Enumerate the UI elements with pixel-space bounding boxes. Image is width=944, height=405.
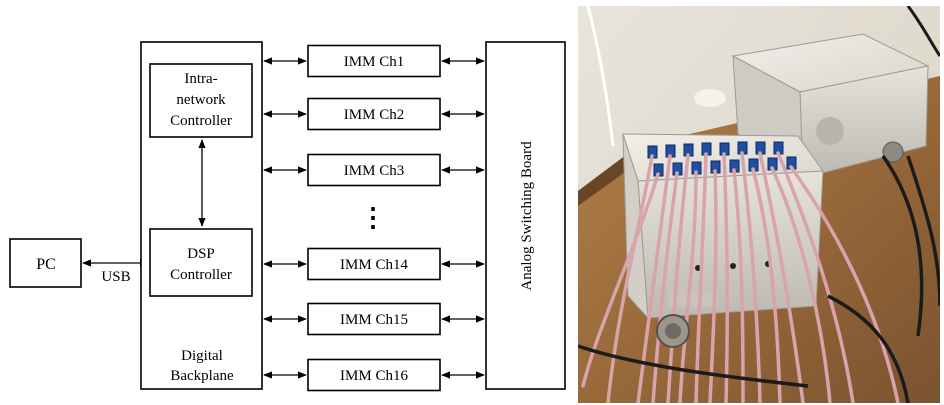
imm-channel-top-2-label: IMM Ch3 — [344, 163, 404, 179]
imm-channel-top-2-box — [307, 153, 441, 187]
hardware-photo — [578, 6, 940, 403]
imm-channel-top-1-box — [307, 97, 441, 131]
imm-channel-bottom-2-label: IMM Ch16 — [340, 368, 408, 384]
imm-channel-top-1-label: IMM Ch2 — [344, 107, 404, 123]
intranetwork-label-line3: Controller — [170, 113, 232, 129]
dsp-label-line2: Controller — [170, 267, 232, 283]
pc-label: PC — [36, 256, 56, 273]
front-box-vent — [668, 291, 718, 307]
backplane-label-line1: Digital — [181, 348, 223, 364]
block-diagram: PC USB Digital Backplane Intra- network … — [9, 41, 566, 392]
pink-cable-bundle — [581, 151, 900, 403]
circular-connector-core — [665, 323, 681, 339]
pc-box — [9, 238, 82, 288]
imm-channel-top-0-box — [307, 44, 441, 78]
analog-switching-board-label: Analog Switching Board — [519, 141, 535, 291]
box-hole — [695, 265, 701, 271]
backplane-label-line2: Backplane — [170, 368, 234, 384]
back-box-vent — [816, 117, 844, 145]
back-box-connector — [882, 141, 904, 163]
wall-cable — [586, 6, 615, 147]
imm-channel-top-0-label: IMM Ch1 — [344, 54, 404, 70]
imm-channel-bottom-2-box — [307, 358, 441, 392]
black-cable-bundle — [578, 154, 940, 403]
usb-label: USB — [101, 269, 130, 285]
dsp-label-line1: DSP — [187, 246, 215, 262]
intranetwork-label-line2: network — [176, 92, 226, 108]
paper-scrap — [694, 89, 726, 107]
imm-channel-bottom-0-label: IMM Ch14 — [340, 257, 408, 273]
box-hole — [730, 263, 736, 269]
intranetwork-controller-box — [149, 63, 253, 138]
intranetwork-label-line1: Intra- — [184, 71, 217, 87]
imm-channel-bottom-1-label: IMM Ch15 — [340, 312, 408, 328]
analog-switching-board-box — [485, 41, 566, 390]
imm-channel-bottom-1-box — [307, 302, 441, 336]
wall-cable-dark — [906, 6, 940, 57]
dsp-controller-box — [149, 228, 253, 297]
imm-channel-bottom-0-box — [307, 247, 441, 281]
channel-ellipsis: ⋮ — [360, 203, 386, 232]
